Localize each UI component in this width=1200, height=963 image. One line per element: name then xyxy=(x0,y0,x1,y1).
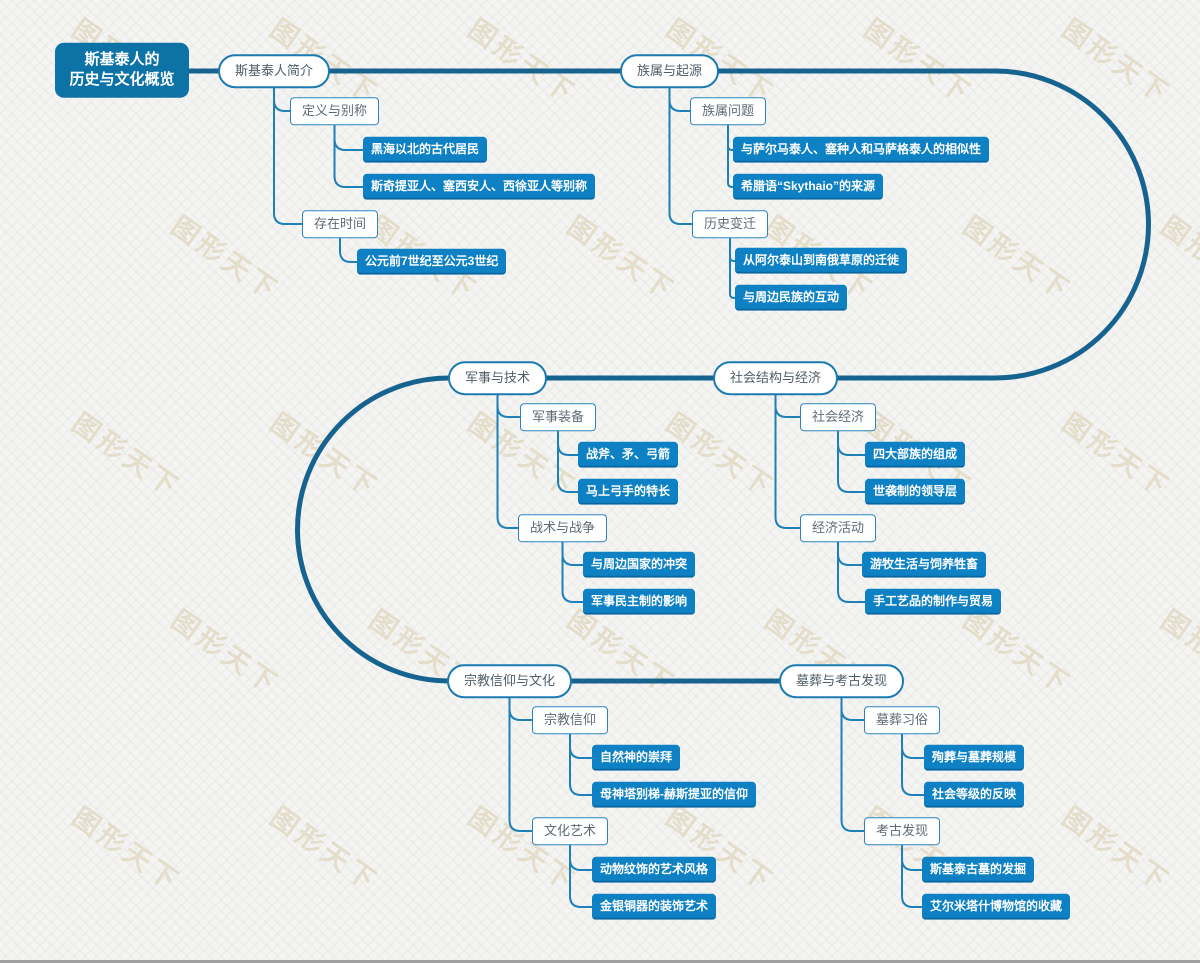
node-economic-activity[interactable]: 经济活动 xyxy=(800,514,877,542)
node-tactics[interactable]: 战术与战争 xyxy=(518,514,608,542)
node-metal-art[interactable]: 金银铜器的装饰艺术 xyxy=(592,893,717,921)
node-hermitage[interactable]: 艾尔米塔什博物馆的收藏 xyxy=(922,893,1071,921)
node-nomadic[interactable]: 游牧生活与饲养牲畜 xyxy=(862,551,987,579)
node-goddess[interactable]: 母神塔别梯-赫斯提亚的信仰 xyxy=(592,781,756,809)
node-religion[interactable]: 宗教信仰与文化 xyxy=(447,664,573,698)
node-period[interactable]: 存在时间 xyxy=(302,210,379,238)
branch-line-metal-art xyxy=(569,842,594,908)
node-ethnic-question[interactable]: 族属问题 xyxy=(690,97,767,125)
node-tribes[interactable]: 四大部族的组成 xyxy=(865,441,966,469)
branch-line-culture-art xyxy=(508,695,534,832)
branch-line-economic-activity xyxy=(774,392,802,529)
node-archer[interactable]: 马上弓手的特长 xyxy=(578,478,679,506)
branch-line-archer xyxy=(557,428,580,493)
node-democracy[interactable]: 军事民主制的影响 xyxy=(583,588,696,616)
node-intro[interactable]: 斯基泰人简介 xyxy=(218,54,331,88)
branch-line-aliases xyxy=(333,122,365,188)
node-burial[interactable]: 墓葬与考古发现 xyxy=(779,664,905,698)
node-interaction[interactable]: 与周边民族的互动 xyxy=(735,284,848,312)
node-blacksea[interactable]: 黑海以北的古代居民 xyxy=(363,136,488,164)
node-belief[interactable]: 宗教信仰 xyxy=(532,706,609,734)
node-aliases[interactable]: 斯奇提亚人、塞西安人、西徐亚人等别称 xyxy=(363,173,596,201)
node-history-change[interactable]: 历史变迁 xyxy=(692,210,769,238)
node-burial-customs[interactable]: 墓葬习俗 xyxy=(864,706,941,734)
node-hierarchy[interactable]: 社会等级的反映 xyxy=(924,781,1025,809)
node-culture-art[interactable]: 文化艺术 xyxy=(532,817,609,845)
branch-connectors xyxy=(273,85,926,908)
node-excavation[interactable]: 斯基泰古墓的发掘 xyxy=(922,856,1035,884)
node-nature-gods[interactable]: 自然神的崇拜 xyxy=(592,744,681,772)
node-similarity[interactable]: 与萨尔马泰人、塞种人和马萨格泰人的相似性 xyxy=(733,136,990,164)
branch-line-goddess xyxy=(569,731,594,796)
node-society[interactable]: 社会结构与经济 xyxy=(713,361,839,395)
branch-line-archaeology xyxy=(840,695,866,832)
node-migration[interactable]: 从阿尔泰山到南俄草原的迁徙 xyxy=(735,247,908,275)
branch-line-hierarchy xyxy=(901,731,926,796)
node-sacrifice[interactable]: 殉葬与墓葬规模 xyxy=(924,744,1025,772)
node-equipment[interactable]: 军事装备 xyxy=(520,403,597,431)
branch-line-period xyxy=(273,85,304,225)
branch-line-hermitage xyxy=(901,842,924,908)
node-animal-style[interactable]: 动物纹饰的艺术风格 xyxy=(592,856,717,884)
branch-line-history-change xyxy=(668,85,694,225)
branch-line-greek xyxy=(727,122,735,188)
node-ethnicity[interactable]: 族属与起源 xyxy=(620,54,720,88)
node-definition[interactable]: 定义与别称 xyxy=(290,97,380,125)
node-root[interactable]: 斯基泰人的 历史与文化概览 xyxy=(55,42,189,98)
branch-line-interaction xyxy=(729,235,737,299)
node-weapons[interactable]: 战斧、矛、弓箭 xyxy=(578,441,679,469)
node-greek[interactable]: 希腊语“Skythaio”的来源 xyxy=(733,173,884,201)
canvas-bottom-border xyxy=(0,960,1200,963)
branch-line-hereditary xyxy=(837,428,867,493)
node-military[interactable]: 军事与技术 xyxy=(448,361,548,395)
node-conflict[interactable]: 与周边国家的冲突 xyxy=(583,551,696,579)
branch-line-crafts xyxy=(837,539,867,603)
node-crafts[interactable]: 手工艺品的制作与贸易 xyxy=(865,588,1002,616)
node-archaeology[interactable]: 考古发现 xyxy=(864,817,941,845)
node-hereditary[interactable]: 世袭制的领导层 xyxy=(865,478,966,506)
node-era[interactable]: 公元前7世纪至公元3世纪 xyxy=(357,248,507,276)
branch-line-era xyxy=(339,235,359,263)
node-social-economy[interactable]: 社会经济 xyxy=(800,403,877,431)
branch-line-democracy xyxy=(561,539,585,603)
branch-line-tactics xyxy=(496,392,520,529)
